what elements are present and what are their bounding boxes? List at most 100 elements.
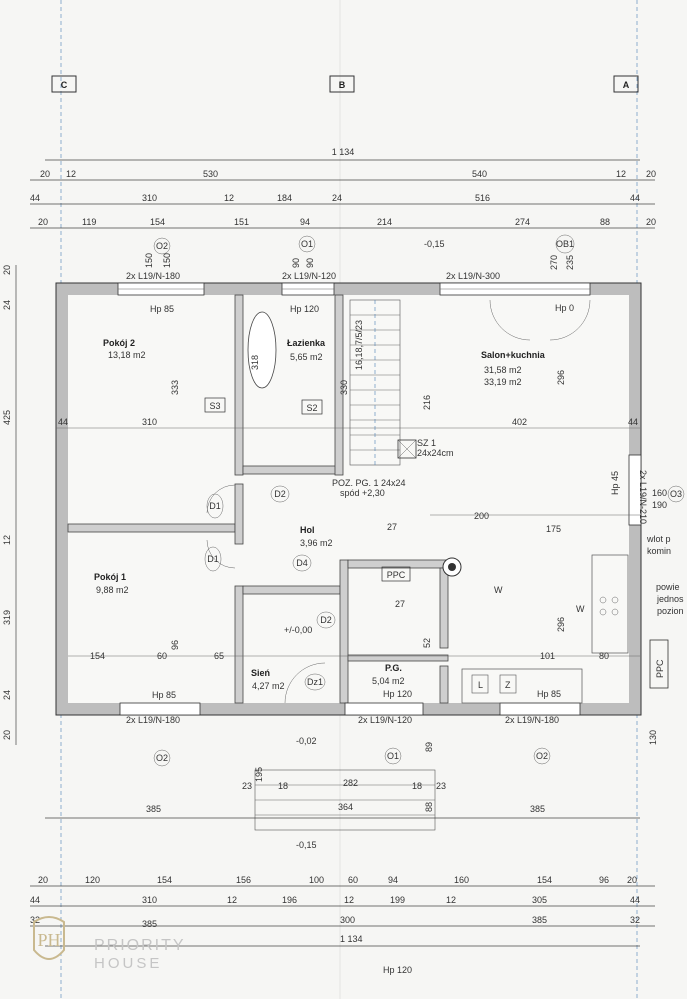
bottom-dim-row2-4: 196 — [282, 895, 297, 905]
door-tag-dz1: Dz1 — [307, 677, 323, 687]
inner-dim-1: 150 — [144, 253, 154, 268]
note-powie: powie — [656, 582, 680, 592]
top-dim-row2-7: 44 — [630, 193, 640, 203]
logo-crest-icon: PH PRIORITY HOUSE — [33, 916, 184, 972]
bottom-dim-row1-11: 20 — [627, 875, 637, 885]
top-dim-row2-1: 44 — [30, 193, 40, 203]
top-dim-row3-2: 119 — [82, 217, 96, 227]
inner-dim-13: 318 — [250, 355, 260, 370]
room-name-pg: P.G. — [385, 663, 402, 673]
window-type-o3: 2x L19/N-210 — [638, 470, 648, 524]
window-tag-o2-top: O2 — [156, 241, 168, 251]
bottom-dim-row2-1: 44 — [30, 895, 40, 905]
window-hp-ob1: Hp 0 — [555, 303, 574, 313]
axis-marker-a — [613, 75, 639, 93]
inner-dim-2: 150 — [162, 253, 172, 268]
inner-dim-11: 216 — [422, 395, 432, 410]
bottom-dim-row2-3: 12 — [227, 895, 237, 905]
inner-dim-7: 333 — [170, 380, 180, 395]
bottom-dim-row2-6: 199 — [390, 895, 405, 905]
left-dim-7: 20 — [2, 730, 12, 740]
axis-label-a: A — [623, 80, 630, 90]
top-dim-row3-6: 214 — [377, 217, 392, 227]
left-dim-1: 20 — [2, 265, 12, 275]
room-area-lazienka: 5,65 m2 — [290, 352, 323, 362]
logo-text-house: HOUSE — [94, 955, 162, 972]
inner-dim-19: 27 — [395, 599, 405, 609]
room-area-sien: 4,27 m2 — [252, 681, 285, 691]
ppc-label-2: PPC — [655, 659, 665, 678]
inner-dim-25: 96 — [170, 640, 180, 650]
window-type-ob1: 2x L19/N-300 — [446, 271, 500, 281]
entry-dim-4: 18 — [412, 781, 422, 791]
entry-dim-2: 18 — [278, 781, 288, 791]
inner-dim-9: 402 — [512, 417, 527, 427]
bottom-dim-row1-8: 160 — [454, 875, 469, 885]
bottom-dim-row1-9: 154 — [537, 875, 552, 885]
left-dim-3: 425 — [2, 410, 12, 425]
bottom-dim-row3-4: 385 — [532, 915, 547, 925]
inner-dim-3: 90 — [291, 258, 301, 268]
inner-dim-21: 60 — [157, 651, 167, 661]
window-hp-o2-top: Hp 85 — [150, 304, 174, 314]
top-dim-row3-8: 88 — [600, 217, 610, 227]
top-dim-row2-6: 516 — [475, 193, 490, 203]
entry-side-1: 195 — [254, 767, 264, 782]
window-tag-o1-top: O1 — [301, 239, 313, 249]
inner-dim-5: 270 — [549, 255, 559, 270]
window-o3 — [628, 454, 642, 526]
room-area-salon-2: 33,19 m2 — [484, 377, 522, 387]
right-dim-130: 130 — [648, 730, 658, 745]
bottom-dim-row2-5: 12 — [344, 895, 354, 905]
kitchen-counter-bottom — [461, 668, 583, 704]
stairs-spec: 16,18,7/5/23 — [354, 320, 364, 370]
bottom-dim-row1-2: 120 — [85, 875, 100, 885]
window-type-o1-bottom: 2x L19/N-120 — [358, 715, 412, 725]
left-dim-2: 24 — [2, 300, 12, 310]
left-dim-5: 319 — [2, 610, 12, 625]
boiler-core-icon — [448, 563, 456, 571]
inner-dim-23: 101 — [540, 651, 555, 661]
bottom-dim-row1-5: 100 — [309, 875, 324, 885]
entry-dim-8: 385 — [530, 804, 545, 814]
inner-dim-14: 44 — [58, 417, 68, 427]
room-area-pokoj2: 13,18 m2 — [108, 350, 146, 360]
window-tag-o2-bottom-right: O2 — [536, 751, 548, 761]
ppc-label: PPC — [387, 570, 406, 580]
entry-dim-7: 364 — [338, 802, 353, 812]
inner-dim-20: 154 — [90, 651, 105, 661]
door-tag-d1-top: D1 — [209, 501, 221, 511]
bottom-dim-row1-10: 96 — [599, 875, 609, 885]
inner-dim-24: 80 — [599, 651, 609, 661]
inner-dim-26: 296 — [556, 617, 566, 632]
bottom-dim-row1-7: 94 — [388, 875, 398, 885]
top-dim-6: 20 — [646, 169, 656, 179]
top-dim-row2-4: 184 — [277, 193, 292, 203]
poz-label: POZ. PG. 1 24x24 — [332, 478, 406, 488]
top-dim-row3-5: 94 — [300, 217, 310, 227]
axis-marker-b — [329, 75, 355, 93]
door-tag-d4: D4 — [296, 558, 308, 568]
inner-dim-8: 310 — [142, 417, 157, 427]
bottom-dim-row1-1: 20 — [38, 875, 48, 885]
axis-marker-c — [51, 75, 77, 93]
level-mid: +/-0,00 — [284, 625, 312, 635]
top-dim-row2-3: 12 — [224, 193, 234, 203]
top-dim-row2-2: 310 — [142, 193, 157, 203]
staircase — [349, 299, 401, 466]
entry-dim-6: 385 — [146, 804, 161, 814]
note-wlot: wlot p — [646, 534, 671, 544]
bathtub — [247, 311, 277, 389]
bottom-dim-row1-6: 60 — [348, 875, 358, 885]
top-dim-row3-4: 151 — [234, 217, 249, 227]
window-type-o1-top: 2x L19/N-120 — [282, 271, 336, 281]
room-area-pokoj1: 9,88 m2 — [96, 585, 129, 595]
bottom-dim-row2-8: 305 — [532, 895, 547, 905]
top-dim-4: 540 — [472, 169, 487, 179]
entry-side-2: 88 — [424, 802, 434, 812]
inner-dim-4: 90 — [305, 258, 315, 268]
level-top: -0,15 — [424, 239, 445, 249]
window-tag-o2-bottom: O2 — [156, 753, 168, 763]
